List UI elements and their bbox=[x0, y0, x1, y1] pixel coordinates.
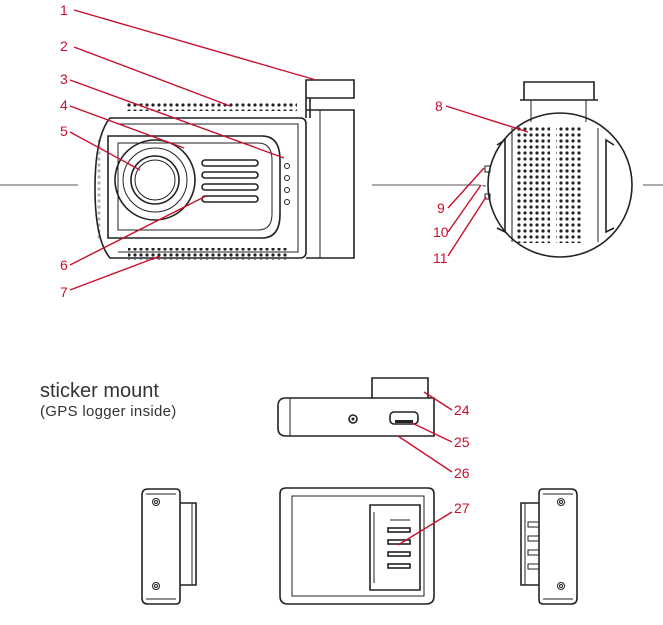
callout-11: 11 bbox=[433, 250, 448, 266]
rear-vent-left bbox=[517, 125, 550, 243]
svg-text:⌁: ⌁ bbox=[482, 183, 486, 190]
zoom-circle bbox=[487, 112, 633, 258]
callout-2: 2 bbox=[60, 38, 68, 54]
camera-front-view bbox=[94, 79, 355, 260]
led-indicators bbox=[284, 163, 290, 205]
mount-subtitle: (GPS logger inside) bbox=[40, 403, 177, 420]
mount-bottom-view bbox=[279, 487, 435, 605]
audio-jack bbox=[348, 414, 358, 424]
callout-1: 1 bbox=[60, 2, 68, 18]
top-vent bbox=[127, 101, 297, 111]
callout-10: 10 bbox=[433, 224, 449, 240]
callout-4: 4 bbox=[60, 97, 68, 113]
usb-port bbox=[389, 411, 419, 425]
mount-rails bbox=[387, 527, 411, 569]
camera-rear-view: ⌁ bbox=[482, 81, 633, 258]
callout-25: 25 bbox=[454, 434, 470, 450]
lens bbox=[114, 139, 196, 221]
mount-left-view bbox=[141, 488, 197, 605]
callout-8: 8 bbox=[435, 98, 443, 114]
mount-title: sticker mount bbox=[40, 380, 159, 402]
callout-24: 24 bbox=[454, 402, 470, 418]
callout-7: 7 bbox=[60, 284, 68, 300]
callout-26: 26 bbox=[454, 465, 470, 481]
rear-vent-right bbox=[556, 125, 583, 243]
callout-27: 27 bbox=[454, 500, 470, 516]
mount-side-view bbox=[277, 377, 435, 437]
speaker-slots bbox=[201, 159, 259, 203]
callout-6: 6 bbox=[60, 257, 68, 273]
callout-3: 3 bbox=[60, 71, 68, 87]
leader-lines bbox=[69, 9, 529, 546]
mount-right-view bbox=[520, 488, 578, 605]
callout-9: 9 bbox=[437, 200, 445, 216]
bottom-vent bbox=[128, 248, 288, 260]
callout-5: 5 bbox=[60, 123, 68, 139]
